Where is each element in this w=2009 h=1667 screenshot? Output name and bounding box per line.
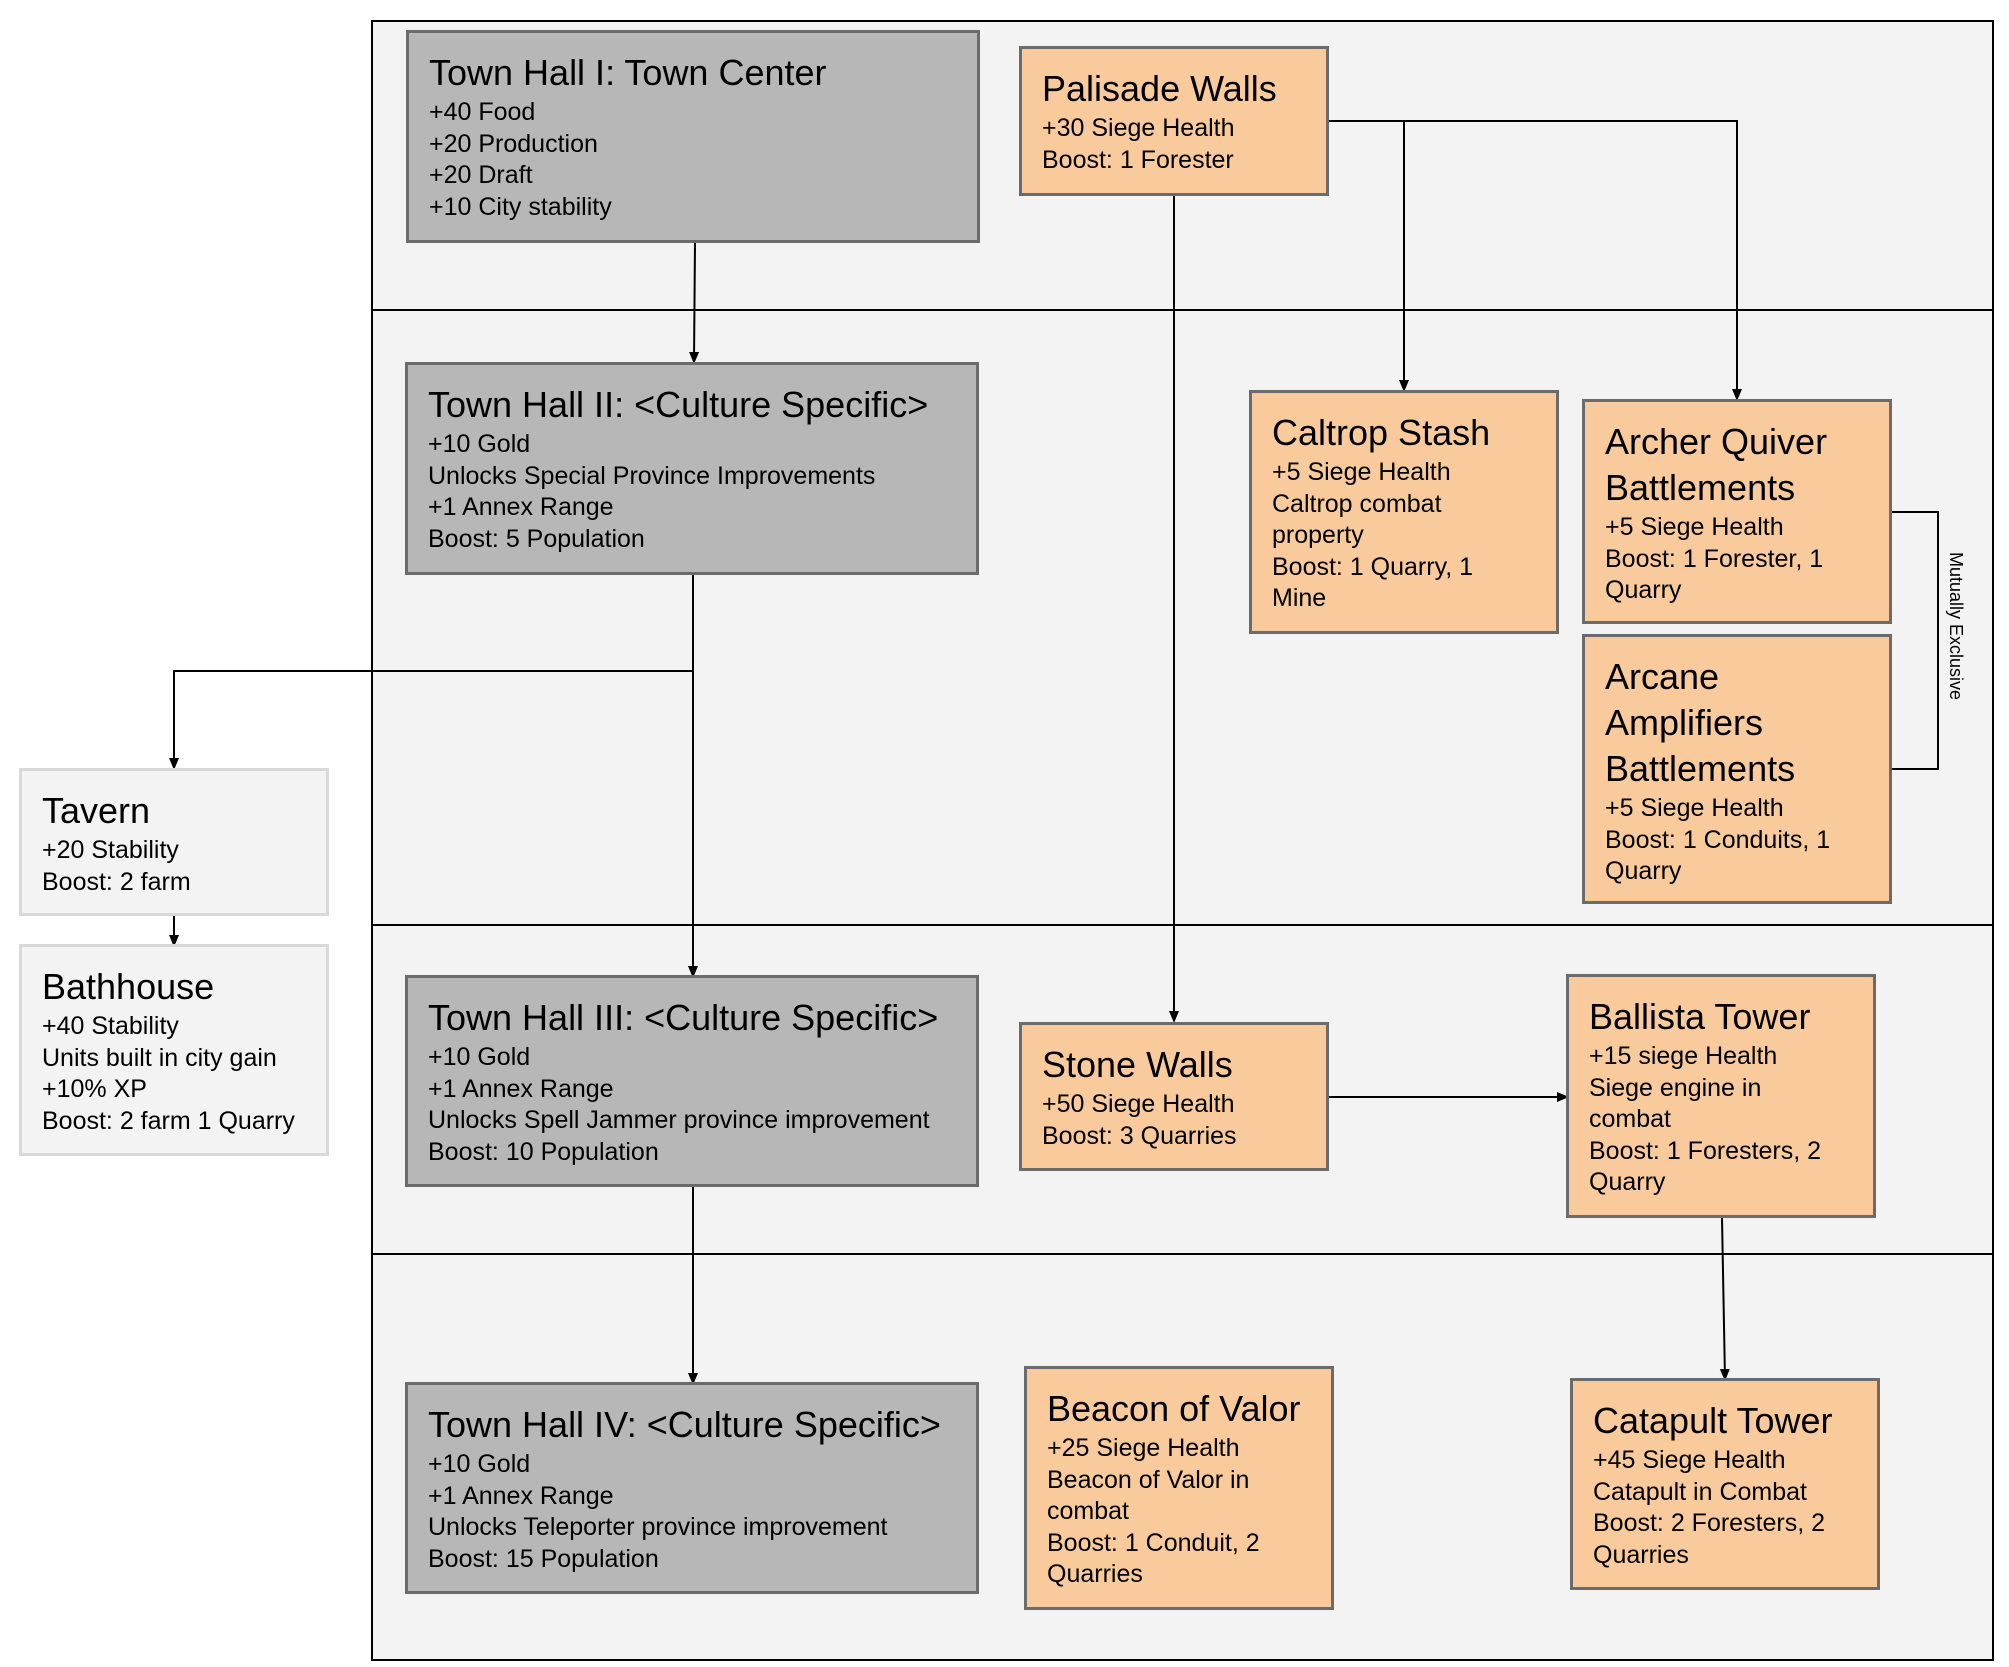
node-title: Palisade Walls: [1042, 68, 1277, 109]
node-line: Boost: 2 farm: [42, 867, 191, 896]
node-line: +10 Gold: [428, 1450, 531, 1478]
node-line: Boost: 1 Forester: [1042, 145, 1234, 174]
node-line: +30 Siege Health: [1042, 114, 1235, 142]
node-line: +1 Annex Range: [428, 1074, 614, 1103]
node-line: combat: [1589, 1105, 1671, 1133]
mutually-exclusive-label: Mutually Exclusive: [1946, 552, 1966, 701]
node-line: Unlocks Special Province Improvements: [428, 461, 876, 490]
node-bathhouse: Bathhouse +40 Stability Units built in c…: [19, 944, 329, 1156]
node-title: Amplifiers: [1605, 702, 1764, 743]
node-line: Boost: 15 Population: [428, 1544, 659, 1573]
node-line: Quarry: [1605, 857, 1682, 885]
node-line: +10% XP: [42, 1075, 147, 1103]
node-title: Bathhouse: [42, 966, 215, 1007]
node-line: property: [1272, 521, 1364, 549]
node-title: Battlements: [1605, 748, 1796, 789]
node-line: Boost: 2 Foresters, 2: [1593, 1509, 1826, 1537]
node-title: Arcane: [1605, 656, 1720, 697]
node-town-hall-2: Town Hall II: <Culture Specific> +10 Gol…: [405, 362, 979, 575]
node-town-hall-4: Town Hall IV: <Culture Specific> +10 Gol…: [405, 1382, 979, 1594]
node-line: Unlocks Teleporter province improvement: [428, 1513, 888, 1541]
node-line: Boost: 5 Population: [428, 524, 645, 553]
node-catapult-tower: Catapult Tower +45 Siege Health Catapult…: [1570, 1378, 1880, 1590]
node-title: Tavern: [42, 790, 151, 831]
node-title: Town Hall II: <Culture Specific>: [428, 384, 929, 425]
node-title: Town Hall III: <Culture Specific>: [428, 997, 939, 1038]
node-line: Quarry: [1589, 1168, 1666, 1196]
node-line: +5 Siege Health: [1272, 458, 1451, 486]
node-line: +15 siege Health: [1589, 1042, 1778, 1070]
node-line: Boost: 3 Quarries: [1042, 1121, 1237, 1150]
node-tavern: Tavern +20 Stability Boost: 2 farm: [19, 768, 329, 916]
node-line: Quarries: [1047, 1560, 1143, 1588]
node-title: Ballista Tower: [1589, 996, 1811, 1037]
node-title: Caltrop Stash: [1272, 412, 1491, 453]
node-line: +20 Stability: [42, 836, 179, 864]
node-line: Caltrop combat: [1272, 489, 1442, 518]
node-line: +50 Siege Health: [1042, 1090, 1235, 1118]
node-line: Quarry: [1605, 576, 1682, 604]
node-line: +5 Siege Health: [1605, 794, 1784, 822]
node-line: Unlocks Spell Jammer province improvemen…: [428, 1106, 930, 1134]
node-line: Quarries: [1593, 1540, 1689, 1569]
node-arcane-amplifiers-battlements: Arcane Amplifiers Battlements +5 Siege H…: [1582, 634, 1892, 904]
node-line: Boost: 10 Population: [428, 1137, 659, 1166]
node-title: Archer Quiver: [1605, 421, 1828, 462]
node-town-hall-3: Town Hall III: <Culture Specific> +10 Go…: [405, 975, 979, 1187]
node-ballista-tower: Ballista Tower +15 siege Health Siege en…: [1566, 974, 1876, 1218]
node-line: +25 Siege Health: [1047, 1434, 1240, 1462]
node-line: Siege engine in: [1589, 1073, 1762, 1102]
node-line: +1 Annex Range: [428, 493, 614, 521]
node-line: +20 Production: [429, 129, 598, 158]
node-town-hall-1: Town Hall I: Town Center +40 Food +20 Pr…: [406, 30, 980, 243]
node-line: +1 Annex Range: [428, 1481, 614, 1510]
node-line: Catapult in Combat: [1593, 1477, 1808, 1506]
node-line: +5 Siege Health: [1605, 513, 1784, 541]
node-title: Battlements: [1605, 467, 1796, 508]
node-line: +45 Siege Health: [1593, 1446, 1786, 1474]
node-title: Catapult Tower: [1593, 1400, 1833, 1441]
node-title: Town Hall I: Town Center: [429, 52, 827, 93]
node-line: Boost: 1 Conduits, 1: [1605, 825, 1831, 854]
node-stone-walls: Stone Walls +50 Siege Health Boost: 3 Qu…: [1019, 1022, 1329, 1171]
node-line: Boost: 2 farm 1 Quarry: [42, 1106, 295, 1135]
node-title: Stone Walls: [1042, 1044, 1233, 1085]
node-line: Boost: 1 Foresters, 2: [1589, 1136, 1822, 1165]
node-palisade-walls: Palisade Walls +30 Siege Health Boost: 1…: [1019, 46, 1329, 196]
node-line: +40 Food: [429, 98, 536, 126]
node-line: +40 Stability: [42, 1012, 179, 1040]
node-line: Boost: 1 Forester, 1: [1605, 544, 1824, 573]
node-line: Boost: 1 Quarry, 1: [1272, 552, 1474, 581]
node-line: Units built in city gain: [42, 1043, 277, 1072]
node-caltrop-stash: Caltrop Stash +5 Siege Health Caltrop co…: [1249, 390, 1559, 634]
node-line: +10 Gold: [428, 1043, 531, 1071]
node-archer-quiver-battlements: Archer Quiver Battlements +5 Siege Healt…: [1582, 399, 1892, 624]
node-line: +10 Gold: [428, 430, 531, 458]
node-beacon-of-valor: Beacon of Valor +25 Siege Health Beacon …: [1024, 1366, 1334, 1610]
node-line: Mine: [1272, 584, 1327, 612]
node-title: Beacon of Valor: [1047, 1388, 1301, 1429]
node-line: Boost: 1 Conduit, 2: [1047, 1528, 1260, 1557]
node-line: combat: [1047, 1497, 1129, 1525]
node-title: Town Hall IV: <Culture Specific>: [428, 1404, 941, 1445]
node-line: Beacon of Valor in: [1047, 1465, 1250, 1494]
node-line: +10 City stability: [429, 192, 612, 221]
node-line: +20 Draft: [429, 161, 533, 189]
